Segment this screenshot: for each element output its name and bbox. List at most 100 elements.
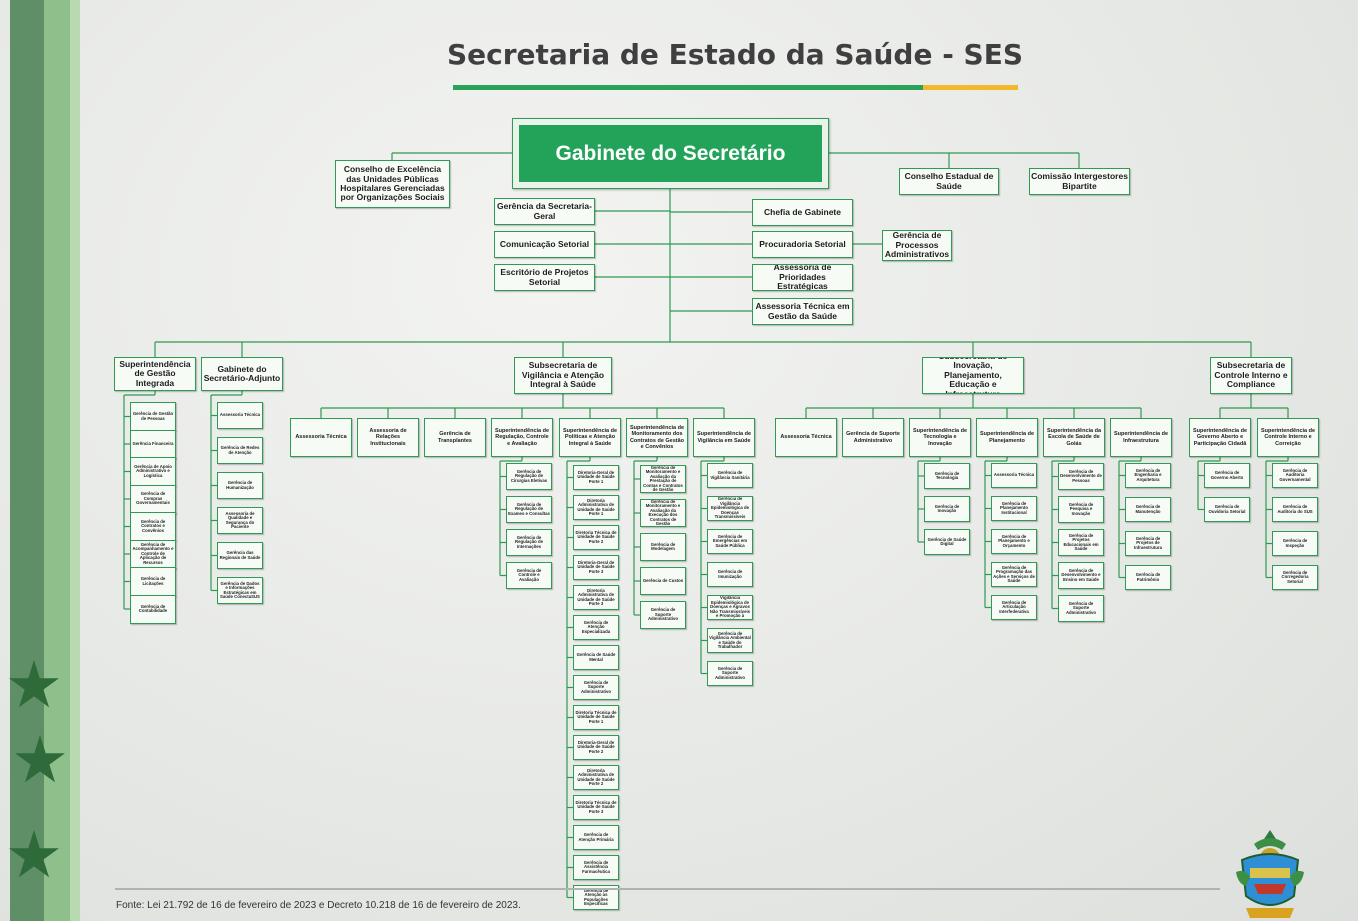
- level3-box: Gerência de Assistência Farmacêutica: [573, 855, 619, 880]
- title-underline-yellow: [923, 85, 1018, 90]
- level3-box: Gerência de Suporte Administrativo: [573, 675, 619, 700]
- unit-box: Escritório de Projetos Setorial: [494, 264, 595, 291]
- level3-box: Gerência de Projetos Educacionais em Saú…: [1058, 529, 1104, 556]
- level3-box: Gerência de Regulação de Cirurgias Eleti…: [506, 463, 552, 490]
- level3-box: Gerência de Atenção Especializada: [573, 615, 619, 640]
- subsecretaria-box: Subsecretaria de Controle Interno e Comp…: [1210, 357, 1292, 394]
- unit-box: Chefia de Gabinete: [752, 199, 853, 226]
- level3-box: Gerência de Vigilância Ambiental e Saúde…: [707, 628, 753, 653]
- level3-box: Gerência de Licitações: [130, 567, 176, 596]
- conselho-estadual-box: Conselho Estadual de Saúde: [899, 168, 999, 195]
- level3-box: Gerência de Governo Aberto: [1204, 463, 1250, 488]
- level2-box: Gerência de Suporte Administrativo: [842, 418, 904, 457]
- level3-box: Gerência Financeira: [130, 429, 176, 459]
- level3-box: Gerência de Suporte Administrativo: [640, 601, 686, 629]
- level3-box: Gerência de Gestão de Pessoas: [130, 402, 176, 431]
- level2-box: Superintendência de Monitoramento dos Co…: [626, 418, 688, 457]
- level3-box: Gerência de Redes de Atenção: [217, 437, 263, 464]
- level3-box: Gerência de Atenção Primária: [573, 825, 619, 850]
- level3-box: Gerência de Custos: [640, 567, 686, 595]
- level3-box: Gerência de Imunização: [707, 562, 753, 587]
- level3-box: Gerência de Monitoramento e Avaliação da…: [640, 465, 686, 493]
- level2-box: Superintendência de Governo Aberto e Par…: [1189, 418, 1251, 457]
- level3-box: Assessoria de Qualidade e Segurança do P…: [217, 507, 263, 534]
- level3-box: Gerência de Vigilância Epidemiológica de…: [707, 496, 753, 521]
- level3-box: Gerência das Regionais de Saúde: [217, 542, 263, 569]
- level3-box: Gerência de Vigilância Epidemiológica de…: [707, 595, 753, 620]
- level3-box: Gerência de Desenvolvimento de Pessoas: [1058, 463, 1104, 490]
- subsecretaria-box: Subsecretaria de Vigilância e Atenção In…: [514, 357, 612, 394]
- level3-box: Gerência de Emergências em Saúde Pública: [707, 529, 753, 554]
- level3-box: Gerência de Regulação de Internações: [506, 529, 552, 556]
- level3-box: Gerência de Patrimônio: [1125, 565, 1171, 590]
- level3-box: Gerência de Apoio Administrativo e Logís…: [130, 457, 176, 486]
- level3-box: Gerência de Planejamento e Orçamento: [991, 529, 1037, 554]
- superintendencia-box: Superintendência de Gestão Integrada: [114, 357, 196, 391]
- level3-box: Gerência de Regulação de Exames e Consul…: [506, 496, 552, 523]
- source-footnote: Fonte: Lei 21.792 de 16 de fevereiro de …: [116, 900, 521, 911]
- unit-box: Procuradoria Setorial: [752, 231, 853, 258]
- level3-box: Gerência de Modelagem: [640, 533, 686, 561]
- level3-box: Gerência de Desenvolvimento e Ensino em …: [1058, 562, 1104, 589]
- level3-box: Gerência de Monitoramento e Avaliação da…: [640, 499, 686, 527]
- level3-box: Gerência de Tecnologia: [924, 463, 970, 489]
- level2-box: Superintendência de Regulação, Controle …: [491, 418, 553, 457]
- unit-box: Assessoria Técnica em Gestão da Saúde: [752, 298, 853, 325]
- level3-box: Gerência de Corregedoria Setorial: [1272, 565, 1318, 590]
- level3-box: Gerência de Projetos de Infraestrutura: [1125, 531, 1171, 556]
- level2-box: Assessoria de Relações Institucionais: [357, 418, 419, 457]
- level3-box: Gerência de Acompanhamento e Controle de…: [130, 539, 176, 569]
- level3-box: Gerência de Compras Governamentais: [130, 484, 176, 514]
- level3-box: Gerência de Auditoria Governamental: [1272, 463, 1318, 488]
- unit-box: Gerência da Secretaria-Geral: [494, 198, 595, 225]
- level3-box: Assessoria Técnica: [991, 463, 1037, 488]
- level3-box: Gerência de Suporte Administrativo: [1058, 595, 1104, 622]
- level3-box: Diretoria Administrativa de Unidade de S…: [573, 495, 619, 520]
- level3-box: Diretoria Administrativa de Unidade de S…: [573, 765, 619, 790]
- level3-box: Gerência de Saúde Digital: [924, 529, 970, 555]
- title-underline-green: [453, 85, 923, 90]
- level3-box: Gerência de Pesquisa e Inovação: [1058, 496, 1104, 523]
- level3-box: Gerência de Articulação Interfederativa: [991, 595, 1037, 620]
- comissao-bipartite-box: Comissão Intergestores Bipartite: [1029, 168, 1130, 195]
- goias-coat-of-arms-logo: [1236, 830, 1304, 918]
- level2-box: Superintendência de Infraestrutura: [1110, 418, 1172, 457]
- level3-box: Gerência de Vigilância Sanitária: [707, 463, 753, 488]
- unit-box: Comunicação Setorial: [494, 231, 595, 258]
- level3-box: Gerência de Controle e Avaliação: [506, 562, 552, 589]
- level3-box: Diretoria-Geral de Unidade de Saúde Port…: [573, 555, 619, 580]
- level2-box: Superintendência de Tecnologia e Inovaçã…: [909, 418, 971, 457]
- gabinete-do-secretario: Gabinete do Secretário: [512, 118, 829, 189]
- footer-divider: [115, 888, 1220, 890]
- level2-box: Superintendência de Controle Interno e C…: [1257, 418, 1319, 457]
- gabinete-adjunto-box: Gabinete do Secretário-Adjunto: [201, 357, 283, 391]
- level3-box: Diretoria Administrativa de Unidade de S…: [573, 585, 619, 610]
- level3-box: Gerência de Inspeção: [1272, 531, 1318, 556]
- level3-box: Diretoria-Geral de Unidade de Saúde Port…: [573, 465, 619, 490]
- level3-box: Gerência de Planejamento Institucional: [991, 496, 1037, 521]
- gabinete-label: Gabinete do Secretário: [519, 125, 822, 182]
- level2-box: Gerência de Transplantes: [424, 418, 486, 457]
- level3-box: Gerência de Auditoria do SUS: [1272, 497, 1318, 522]
- level3-box: Gerência de Inovação: [924, 496, 970, 522]
- conselho-excelencia-box: Conselho de Excelência das Unidades Públ…: [335, 160, 450, 208]
- level2-box: Superintendência de Vigilância em Saúde: [693, 418, 755, 457]
- level2-box: Superintendência de Planejamento: [976, 418, 1038, 457]
- level3-box: Gerência de Dados e Informações Estratég…: [217, 577, 263, 604]
- level3-box: Diretoria Técnica de Unidade de Saúde Po…: [573, 705, 619, 730]
- level3-box: Diretoria Técnica de Unidade de Saúde Po…: [573, 795, 619, 820]
- level3-box: Diretoria Técnica de Unidade de Saúde Po…: [573, 525, 619, 550]
- level3-box: Gerência de Suporte Administrativo: [707, 661, 753, 686]
- level3-box: Gerência de Contratos e Convênios: [130, 512, 176, 541]
- unit-box: Gerência de Processos Administrativos: [882, 230, 952, 261]
- unit-box: Assessoria de Prioridades Estratégicas: [752, 264, 853, 291]
- level2-box: Superintendência da Escola de Saúde de G…: [1043, 418, 1105, 457]
- level3-box: Gerência de Humanização: [217, 472, 263, 499]
- level2-box: Assessoria Técnica: [290, 418, 352, 457]
- level2-box: Assessoria Técnica: [775, 418, 837, 457]
- left-decorative-band-light: [70, 0, 80, 921]
- subsecretaria-box: Subsecretaria de Inovação, Planejamento,…: [922, 357, 1024, 394]
- level2-box: Superintendência de Políticas e Atenção …: [559, 418, 621, 457]
